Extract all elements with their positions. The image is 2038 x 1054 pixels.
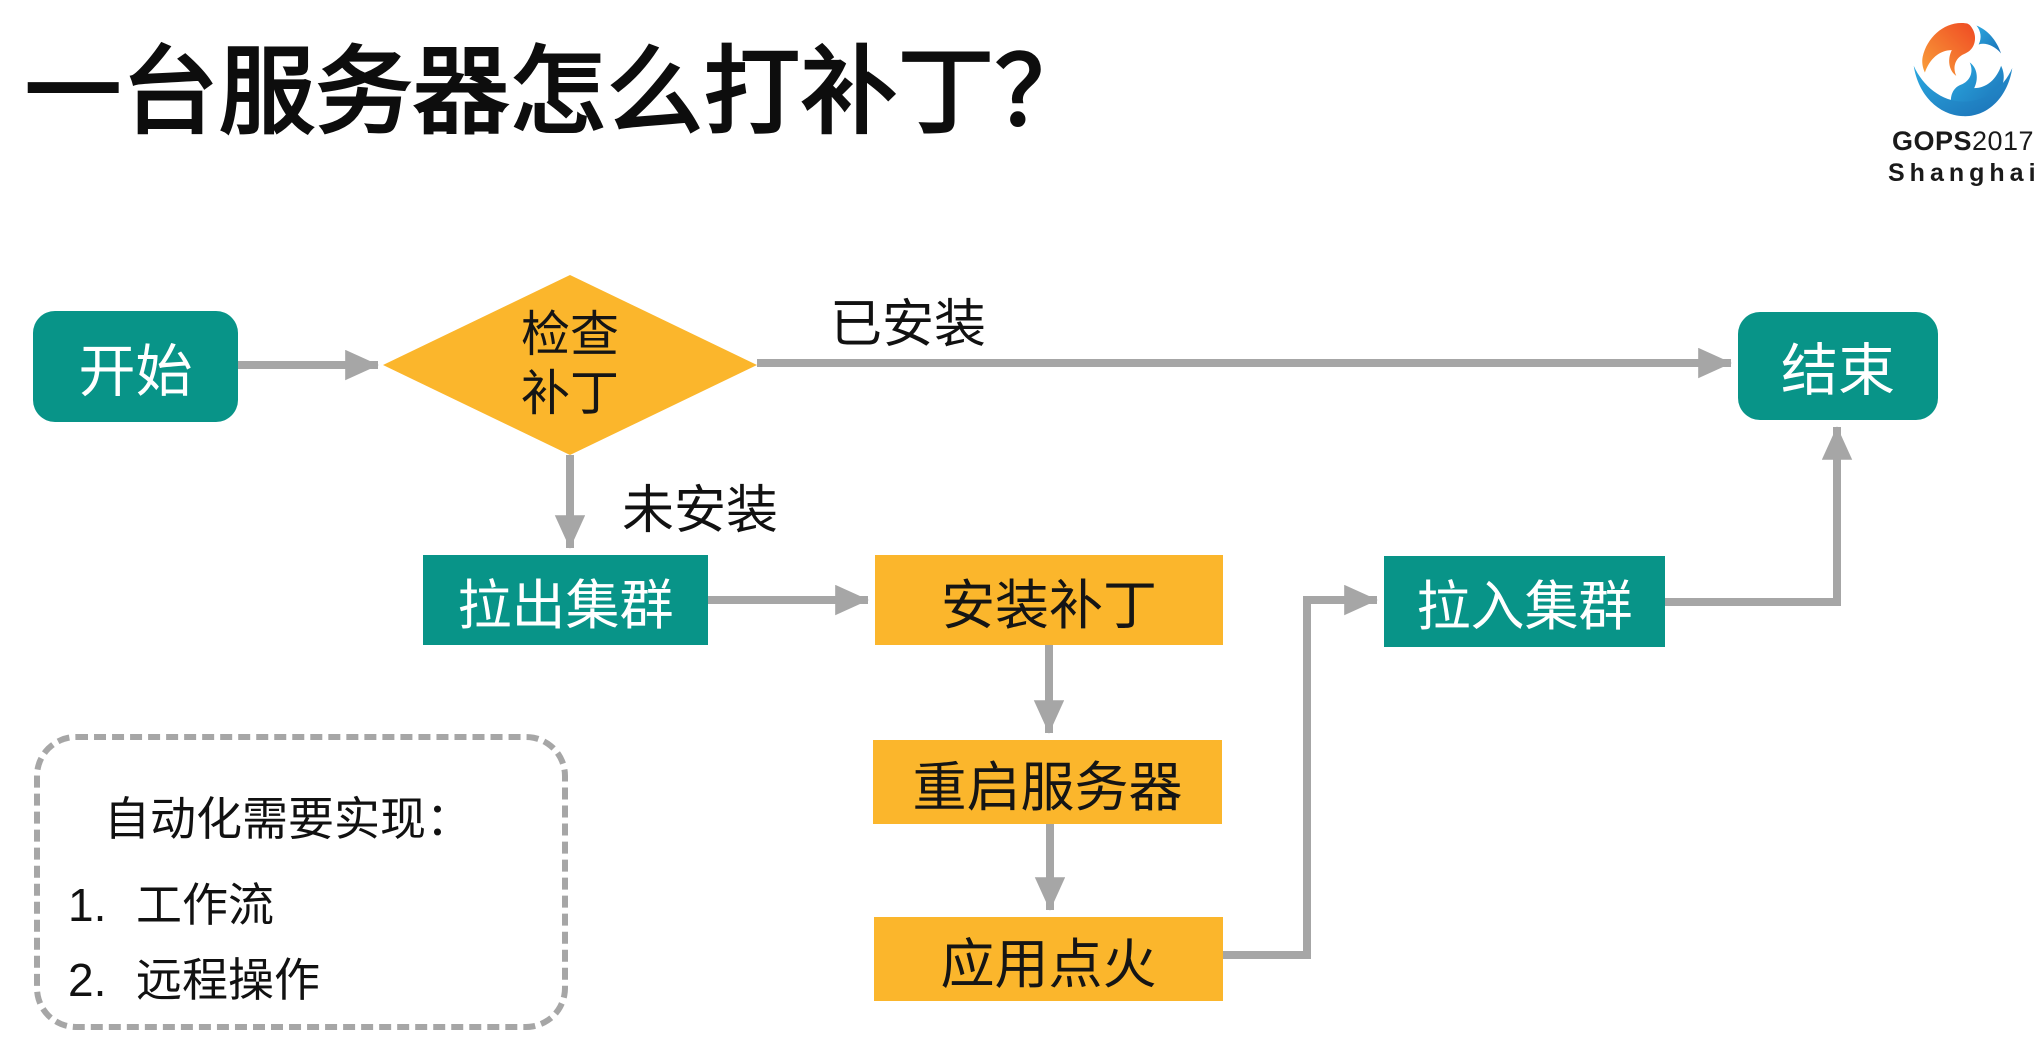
node-pull-in-cluster: 拉入集群: [1384, 556, 1665, 647]
page-title: 一台服务器怎么打补丁？: [25, 39, 1092, 146]
edge-pullin-to-end: [1665, 426, 1853, 606]
node-start: 开始: [33, 311, 238, 422]
note-item-1-text: 工作流: [136, 879, 274, 931]
node-install-label: 安装补丁: [941, 575, 1157, 636]
gops-swirl-icon: [1913, 22, 2013, 117]
edge-ignite-to-pullin: [1223, 584, 1378, 959]
node-restart-label: 重启服务器: [912, 757, 1183, 818]
gops-logo: GOPS2017 Shanghai: [1888, 12, 2038, 188]
node-app-ignite: 应用点火: [874, 917, 1223, 1001]
node-end-label: 结束: [1781, 339, 1895, 403]
node-restart-server: 重启服务器: [873, 740, 1222, 824]
node-pull-out-cluster: 拉出集群: [423, 555, 708, 645]
node-ignite-label: 应用点火: [940, 934, 1157, 995]
note-heading: 自动化需要实现：: [104, 793, 472, 845]
note-item-2-number: 2.: [68, 954, 107, 1006]
edge-label-installed: 已安装: [830, 296, 987, 354]
logo-text-gops: GOPS2017: [1891, 126, 2035, 156]
edge-label-not-installed: 未安装: [622, 482, 779, 540]
decision-label-line2: 补丁: [520, 367, 619, 421]
node-end: 结束: [1738, 312, 1938, 420]
logo-text-shanghai: Shanghai: [1888, 159, 2038, 187]
note-item-1-number: 1.: [68, 879, 107, 931]
node-pull-in-label: 拉入集群: [1416, 577, 1633, 637]
automation-note-box: 自动化需要实现： 1. 工作流 2. 远程操作: [34, 734, 568, 1030]
note-item-1: 1. 工作流: [68, 868, 562, 943]
note-item-2: 2. 远程操作: [68, 943, 562, 1018]
decision-label-line1: 检查: [520, 308, 619, 362]
note-list: 1. 工作流 2. 远程操作: [68, 868, 562, 1018]
node-pull-out-label: 拉出集群: [457, 575, 674, 636]
node-install-patch: 安装补丁: [875, 555, 1223, 645]
note-item-2-text: 远程操作: [136, 954, 320, 1006]
node-start-label: 开始: [78, 339, 193, 404]
